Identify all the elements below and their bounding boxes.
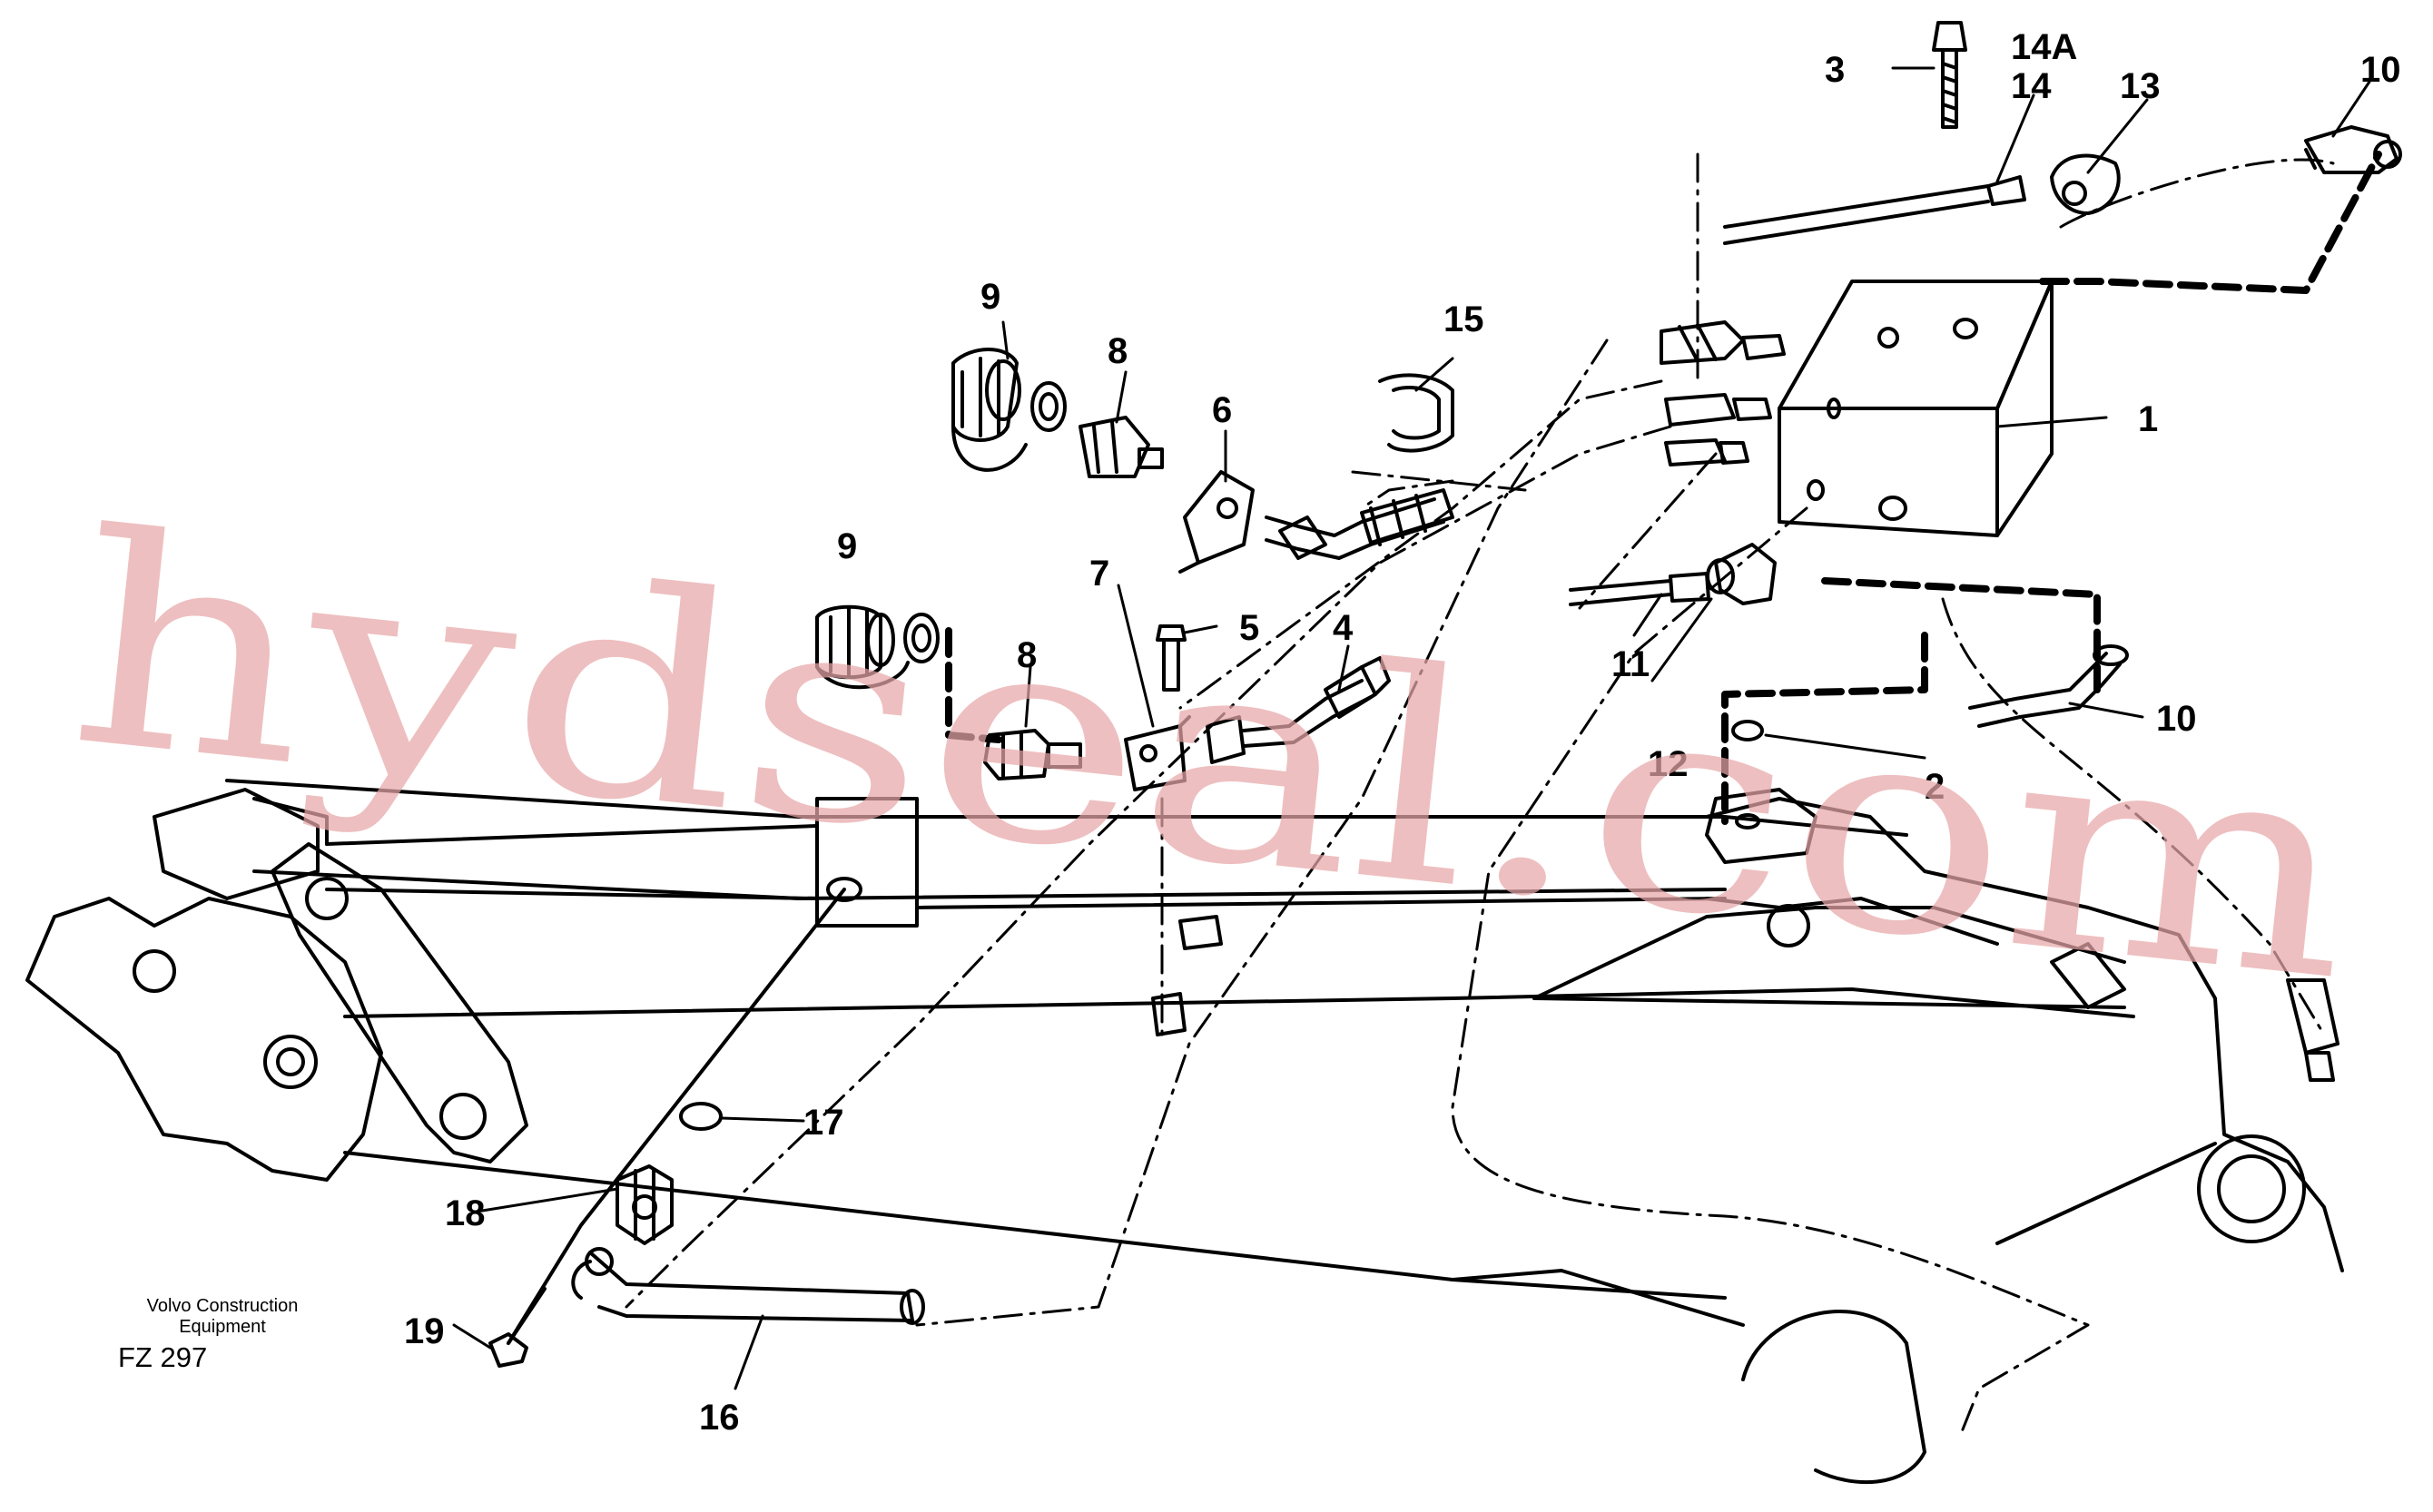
elbow-13 — [2050, 153, 2121, 215]
callout-5: 5 — [1239, 608, 1259, 648]
callout-3: 3 — [1825, 50, 1845, 90]
figure-code: FZ 297 — [118, 1341, 208, 1373]
callout-9-lower: 9 — [837, 526, 857, 566]
cap-9-lower — [815, 604, 940, 690]
callout-8-upper: 8 — [1108, 331, 1128, 371]
oring-17 — [679, 1102, 723, 1131]
callout-2: 2 — [1925, 767, 1945, 807]
bracket-6 — [1178, 470, 1255, 574]
callout-14: 14 — [2011, 66, 2052, 106]
washer-2 — [1731, 720, 1764, 741]
hose-16 — [571, 1247, 925, 1325]
fitting-10-top — [2304, 125, 2402, 174]
pipe-14 — [1723, 175, 2026, 245]
elbow-12 — [1706, 543, 1777, 605]
bolt-3 — [1932, 21, 1967, 129]
callout-1: 1 — [2138, 399, 2158, 439]
callout-7: 7 — [1089, 554, 1109, 594]
callout-labels: 3 14A 14 13 10 1 10 2 12 11 15 9 8 6 9 7… — [404, 27, 2401, 1438]
fittings-left — [1660, 320, 1786, 466]
leader-lines — [452, 66, 2371, 1390]
hose-11 — [1569, 572, 1710, 606]
callout-19: 19 — [404, 1311, 445, 1351]
callout-17: 17 — [803, 1103, 844, 1143]
hose-10-right — [1968, 644, 2339, 1082]
bracket-7 — [1124, 715, 1191, 791]
callout-4: 4 — [1333, 608, 1354, 648]
callout-6: 6 — [1212, 390, 1232, 430]
dash-dot-lines — [625, 152, 2335, 1436]
bolt-5 — [1156, 624, 1187, 692]
fitting-8-lower — [983, 729, 1082, 781]
callout-11: 11 — [1611, 644, 1650, 684]
callout-13: 13 — [2120, 66, 2161, 106]
callout-10-top: 10 — [2360, 50, 2401, 90]
footer-line-2: Equipment — [179, 1317, 266, 1337]
callout-8-lower: 8 — [1017, 635, 1037, 675]
ring-15 — [1378, 373, 1454, 453]
clamp-18 — [616, 1164, 674, 1245]
callout-10-right: 10 — [2156, 699, 2197, 739]
callout-15: 15 — [1443, 299, 1484, 339]
callout-16: 16 — [699, 1398, 740, 1438]
hose-upper — [1265, 488, 1454, 560]
boom-structure — [25, 779, 2344, 1485]
cap-9-upper — [951, 348, 1067, 472]
callout-18: 18 — [445, 1193, 486, 1233]
callout-14A: 14A — [2011, 27, 2077, 67]
valve-block — [1778, 280, 2054, 537]
fitting-8-upper — [1079, 416, 1164, 478]
callout-9-upper: 9 — [980, 277, 1000, 317]
bolt-19 — [488, 1287, 547, 1368]
footer-line-1: Volvo Construction — [146, 1296, 299, 1316]
hose-4 — [1206, 656, 1391, 764]
footer-caption: Volvo Construction Equipment FZ 297 — [118, 1296, 327, 1374]
callout-12: 12 — [1648, 744, 1689, 784]
